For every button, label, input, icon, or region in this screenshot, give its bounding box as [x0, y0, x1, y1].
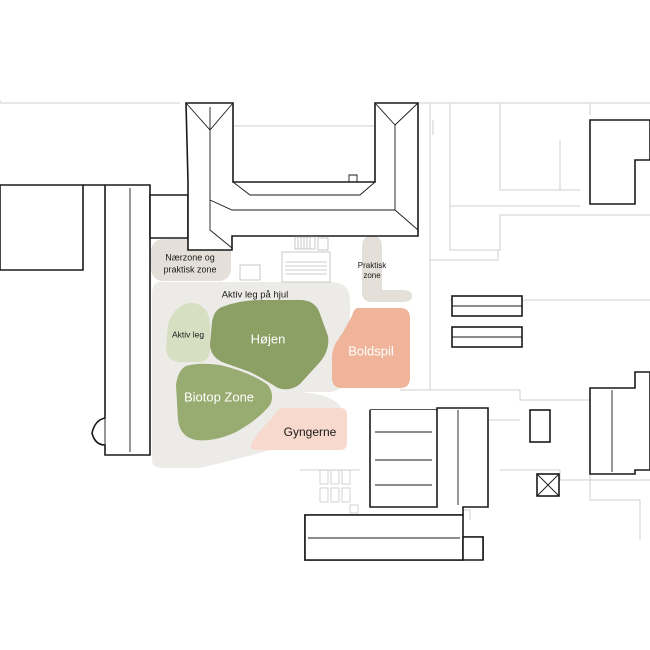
boldspil-label: Boldspil	[348, 343, 394, 358]
aktiv-leg-label: Aktiv leg	[172, 329, 204, 339]
northeast-building	[589, 119, 650, 205]
gyngerne-zone	[250, 408, 347, 450]
hojen-zone	[210, 300, 329, 390]
hojen-label: Højen	[251, 331, 286, 346]
connector-building	[149, 194, 189, 239]
courtyard-stairs	[239, 236, 331, 283]
gyngerne-label: Gyngerne	[284, 425, 337, 439]
west-building	[0, 184, 84, 271]
main-school-building	[185, 102, 419, 251]
boldspil-zone	[332, 308, 410, 388]
small-shed	[529, 409, 551, 443]
east-building	[589, 371, 650, 475]
naerzone-label-line2: praktisk zone	[163, 264, 216, 274]
parking-slots	[319, 469, 359, 514]
street-lines	[0, 100, 650, 540]
praktisk-label-line2: zone	[363, 271, 381, 280]
biotop-label: Biotop Zone	[184, 389, 254, 404]
west-wing-building	[83, 184, 151, 456]
biotop-zone	[176, 363, 273, 441]
praktisk-label-line1: Praktisk	[358, 261, 387, 270]
buildings	[0, 102, 650, 561]
aktiv-leg-zone	[166, 302, 210, 362]
naerzone-label-line1: Nærzone og	[165, 252, 215, 262]
praktisk-zone	[362, 236, 412, 302]
aktiv-leg-paa-hjul-label: Aktiv leg på hjul	[222, 290, 289, 301]
